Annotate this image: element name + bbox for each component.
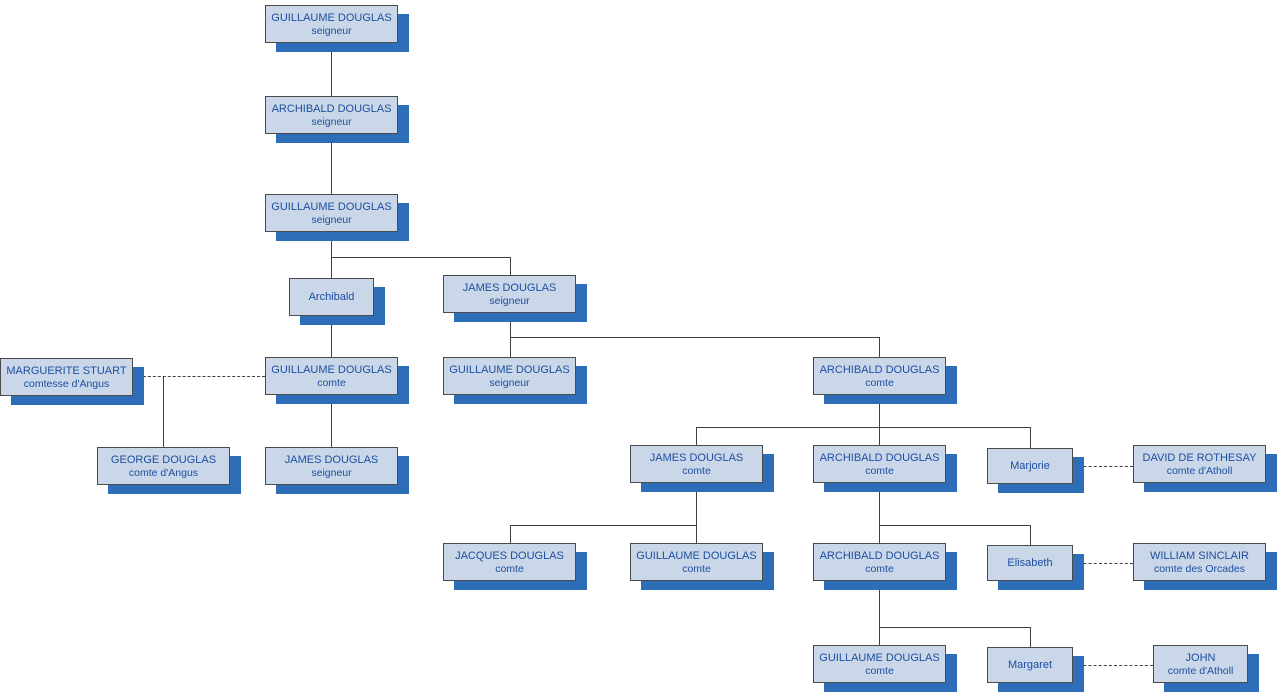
node-person-name: Archibald <box>308 290 355 303</box>
node-person-title: seigneur <box>311 466 352 479</box>
descent-connector-line <box>879 627 1030 628</box>
descent-connector-line <box>510 525 696 526</box>
tree-node-archibald[interactable]: Archibald <box>289 278 374 316</box>
node-person-name: GEORGE DOUGLAS <box>110 453 217 466</box>
tree-node-margaret[interactable]: Margaret <box>987 647 1073 683</box>
descent-connector-line <box>879 337 880 357</box>
node-person-title: comtesse d'Angus <box>23 377 110 390</box>
descent-connector-line <box>510 313 511 357</box>
node-person-title: comte <box>682 562 711 575</box>
node-person-title: seigneur <box>489 294 530 307</box>
node-person-title: comte d'Atholl <box>1167 664 1234 677</box>
descent-connector-line <box>696 525 697 543</box>
node-person-title: seigneur <box>311 115 352 128</box>
node-person-title: comte <box>865 562 894 575</box>
node-person-name: ARCHIBALD DOUGLAS <box>271 102 392 115</box>
node-person-name: GUILLAUME DOUGLAS <box>271 200 392 213</box>
descent-connector-line <box>510 525 511 543</box>
node-person-title: comte des Orcades <box>1153 562 1246 575</box>
node-person-name: JACQUES DOUGLAS <box>455 549 564 562</box>
descent-connector-line <box>696 427 1030 428</box>
node-person-name: JAMES DOUGLAS <box>284 453 379 466</box>
node-person-name: GUILLAUME DOUGLAS <box>271 363 392 376</box>
descent-connector-line <box>331 232 332 278</box>
descent-connector-line <box>879 395 880 427</box>
descent-connector-line <box>879 483 880 543</box>
node-person-title: comte <box>865 376 894 389</box>
node-person-title: comte <box>682 464 711 477</box>
descent-connector-line <box>696 483 697 525</box>
node-person-name: ARCHIBALD DOUGLAS <box>819 451 940 464</box>
descent-connector-line <box>331 395 332 447</box>
node-person-name: GUILLAUME DOUGLAS <box>271 11 392 24</box>
descent-connector-line <box>696 427 697 445</box>
descent-connector-line <box>163 376 164 447</box>
node-person-title: comte <box>865 464 894 477</box>
descent-connector-line <box>879 581 880 645</box>
node-person-title: seigneur <box>489 376 530 389</box>
tree-node-elisabeth[interactable]: Elisabeth <box>987 545 1073 581</box>
descent-connector-line <box>879 427 880 445</box>
node-person-name: ARCHIBALD DOUGLAS <box>819 363 940 376</box>
node-person-name: MARGUERITE STUART <box>6 364 127 377</box>
node-person-title: seigneur <box>311 24 352 37</box>
node-person-name: WILLIAM SINCLAIR <box>1149 549 1250 562</box>
tree-node-marjorie[interactable]: Marjorie <box>987 448 1073 484</box>
node-person-name: Elisabeth <box>1007 556 1053 569</box>
node-person-name: DAVID DE ROTHESAY <box>1142 451 1257 464</box>
node-person-name: JAMES DOUGLAS <box>649 451 744 464</box>
node-person-title: comte <box>495 562 524 575</box>
node-person-name: ARCHIBALD DOUGLAS <box>819 549 940 562</box>
node-person-name: Margaret <box>1007 658 1053 671</box>
descent-connector-line <box>879 525 1030 526</box>
descent-connector-line <box>331 134 332 194</box>
marriage-connector-line <box>133 376 265 377</box>
node-person-name: Marjorie <box>1010 459 1050 472</box>
descent-connector-line <box>331 257 510 258</box>
node-person-title: comte <box>865 664 894 677</box>
marriage-connector-line <box>1073 665 1153 666</box>
node-person-name: GUILLAUME DOUGLAS <box>819 651 940 664</box>
marriage-connector-line <box>1073 563 1133 564</box>
node-person-name: GUILLAUME DOUGLAS <box>636 549 757 562</box>
descent-connector-line <box>331 316 332 357</box>
node-person-title: comte d'Atholl <box>1166 464 1233 477</box>
marriage-connector-line <box>1073 466 1133 467</box>
descent-connector-line <box>1030 627 1031 647</box>
descent-connector-line <box>1030 525 1031 545</box>
node-person-title: seigneur <box>311 213 352 226</box>
descent-connector-line <box>1030 427 1031 448</box>
node-person-title: comte <box>317 376 346 389</box>
node-person-name: JOHN <box>1185 651 1216 664</box>
descent-connector-line <box>331 43 332 96</box>
node-person-title: comte d'Angus <box>128 466 199 479</box>
node-person-name: GUILLAUME DOUGLAS <box>449 363 570 376</box>
descent-connector-line <box>510 337 879 338</box>
node-person-name: JAMES DOUGLAS <box>462 281 557 294</box>
descent-connector-line <box>510 257 511 275</box>
